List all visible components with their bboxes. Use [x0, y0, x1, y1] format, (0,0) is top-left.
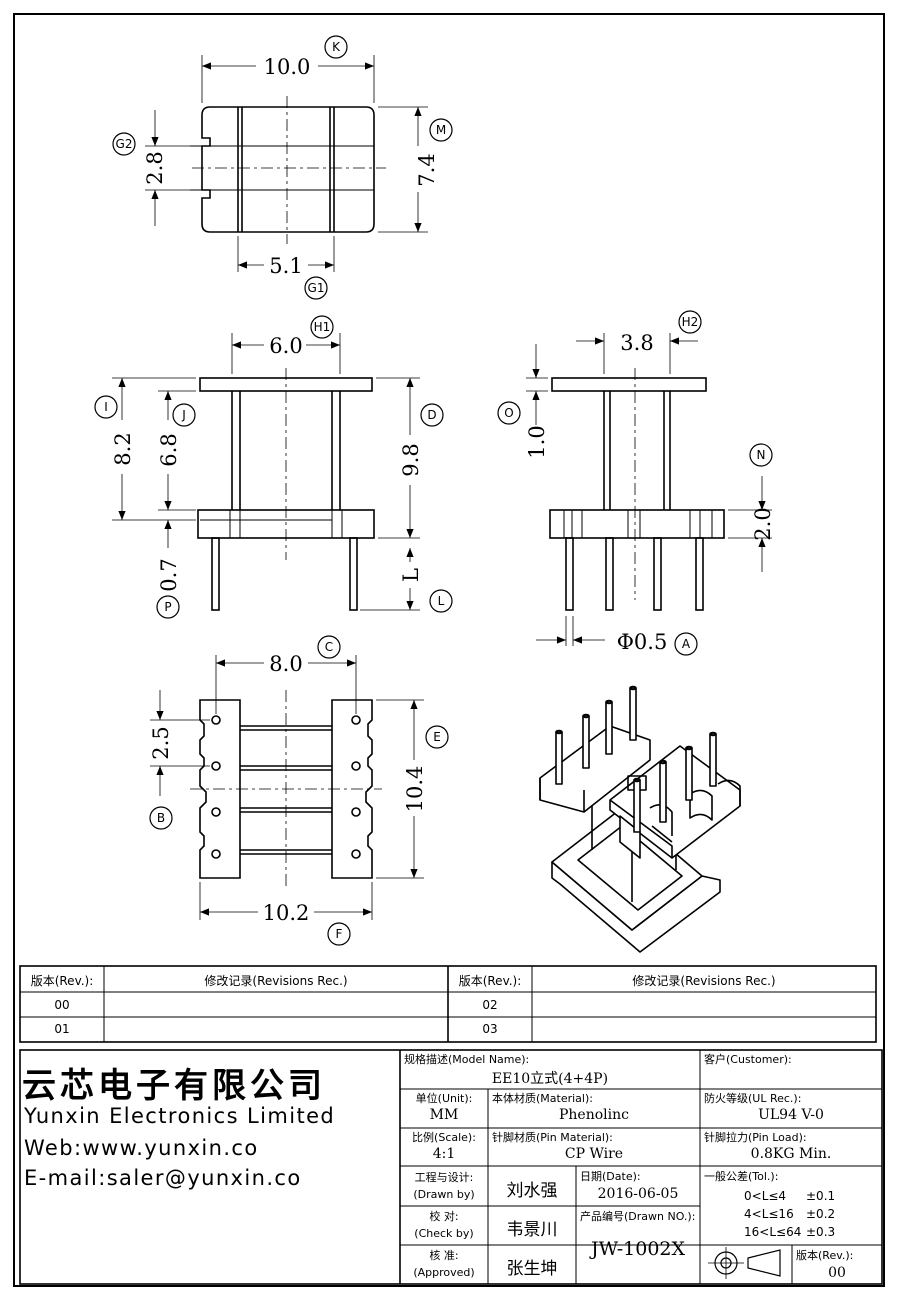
label-f: F — [336, 927, 343, 941]
drawn-by-label-en: (Drawn by) — [413, 1188, 475, 1201]
dim-side-base: 2.0 — [751, 507, 775, 540]
label-g2: G2 — [116, 137, 133, 151]
company-email: E-mail:saler@yunxin.co — [24, 1166, 302, 1190]
tolerance-range: 0<L≤4 — [744, 1189, 787, 1203]
tolerance-value: ±0.3 — [806, 1225, 836, 1239]
tolerance-value: ±0.1 — [806, 1189, 836, 1203]
pin-load-label: 针脚拉力(Pin Load): — [704, 1131, 807, 1144]
rev-records-header-1: 修改记录(Revisions Rec.) — [204, 974, 348, 988]
dim-top-slot: 2.8 — [143, 151, 167, 184]
drawn-by-value: 刘水强 — [506, 1181, 558, 1201]
approved-value: 张生坤 — [506, 1259, 558, 1279]
isometric-view — [539, 685, 741, 953]
drawing-no-value: JW-1002X — [590, 1238, 686, 1260]
drawn-by-label: 工程与设计: — [414, 1171, 474, 1184]
front-view — [112, 333, 420, 611]
dim-top-inner: 5.1 — [269, 254, 302, 278]
company-name-en: Yunxin Electronics Limited — [24, 1104, 336, 1128]
label-e: E — [433, 730, 441, 744]
scale-value: 4:1 — [432, 1146, 456, 1162]
tolerance-range: 4<L≤16 — [744, 1207, 794, 1221]
label-b: B — [157, 811, 165, 825]
model-value: EE10立式(4+4P) — [491, 1071, 609, 1087]
dim-side-thick: 1.0 — [525, 425, 549, 458]
rev-label: 版本(Rev.): — [796, 1249, 854, 1262]
label-j: J — [181, 408, 186, 422]
dim-top-width: 10.0 — [264, 55, 311, 79]
dim-bottom-width: 10.2 — [263, 901, 310, 925]
customer-label: 客户(Customer): — [704, 1053, 792, 1066]
dim-front-offset: 0.7 — [157, 558, 181, 591]
rev-cell: 00 — [54, 998, 70, 1012]
dim-bottom-depth: 10.4 — [403, 766, 427, 813]
label-l: L — [438, 594, 445, 608]
side-view — [526, 333, 772, 646]
rev-header-2: 版本(Rev.): — [458, 974, 522, 988]
label-m: M — [436, 123, 446, 137]
rev-cell: 03 — [482, 1022, 498, 1036]
label-o: O — [504, 406, 513, 420]
dim-top-height: 7.4 — [415, 153, 439, 186]
tolerance-range: 16<L≤64 — [744, 1225, 802, 1239]
label-i: I — [104, 400, 108, 414]
unit-label: 单位(Unit): — [415, 1092, 473, 1105]
rev-header-1: 版本(Rev.): — [30, 974, 94, 988]
label-k: K — [332, 40, 341, 54]
dim-front-pin: L — [399, 568, 423, 582]
ul-label: 防火等级(UL Rec.): — [704, 1092, 802, 1105]
label-c: C — [325, 640, 333, 654]
dim-front-flange: 6.0 — [269, 334, 302, 358]
label-a: A — [682, 637, 691, 651]
label-p: P — [164, 600, 171, 614]
label-h1: H1 — [314, 320, 331, 334]
rev-cell: 01 — [54, 1022, 70, 1036]
model-label: 规格描述(Model Name): — [404, 1053, 530, 1066]
dim-bottom-span: 8.0 — [269, 652, 302, 676]
label-g1: G1 — [308, 281, 325, 295]
dim-front-total: 8.2 — [111, 432, 135, 465]
drawing-no-label: 产品编号(Drawn NO.): — [580, 1210, 696, 1223]
rev-records-header-2: 修改记录(Revisions Rec.) — [632, 974, 776, 988]
dim-bottom-pitch: 2.5 — [149, 726, 173, 759]
label-n: N — [757, 448, 766, 462]
material-value: Phenolinc — [559, 1107, 629, 1123]
title-block-grid — [19, 1049, 883, 1285]
approved-label-en: (Approved) — [413, 1266, 475, 1279]
rev-cell: 02 — [482, 998, 498, 1012]
revision-table-grid — [19, 965, 877, 1043]
label-h2: H2 — [682, 315, 699, 329]
label-bubbles — [94, 35, 773, 946]
ul-value: UL94 V-0 — [758, 1107, 824, 1123]
dim-front-overall: 9.8 — [399, 443, 423, 476]
check-by-label: 校 对: — [429, 1210, 459, 1223]
tolerance-label: 一般公差(Tol.): — [704, 1170, 779, 1183]
rev-value: 00 — [828, 1265, 846, 1281]
date-label: 日期(Date): — [580, 1170, 641, 1183]
check-by-value: 韦景川 — [506, 1220, 558, 1240]
dim-front-inner: 6.8 — [157, 433, 181, 466]
material-label: 本体材质(Material): — [492, 1092, 593, 1105]
tolerance-value: ±0.2 — [806, 1207, 836, 1221]
top-view — [145, 55, 428, 272]
date-value: 2016-06-05 — [597, 1186, 679, 1202]
projection-symbol — [708, 1247, 781, 1279]
company-website: Web:www.yunxin.co — [24, 1136, 259, 1160]
pin-load-value: 0.8KG Min. — [750, 1146, 832, 1162]
bottom-view — [150, 655, 424, 920]
scale-label: 比例(Scale): — [412, 1131, 476, 1144]
label-d: D — [427, 408, 436, 422]
approved-label: 核 准: — [429, 1249, 459, 1262]
pin-material-value: CP Wire — [564, 1146, 624, 1162]
dim-side-flange: 3.8 — [620, 331, 653, 355]
dim-side-pin: Φ0.5 — [617, 630, 668, 654]
pin-material-label: 针脚材质(Pin Material): — [492, 1131, 613, 1144]
unit-value: MM — [429, 1107, 459, 1123]
company-name-cn: 云芯电子有限公司 — [22, 1066, 326, 1106]
check-by-label-en: (Check by) — [414, 1227, 474, 1240]
